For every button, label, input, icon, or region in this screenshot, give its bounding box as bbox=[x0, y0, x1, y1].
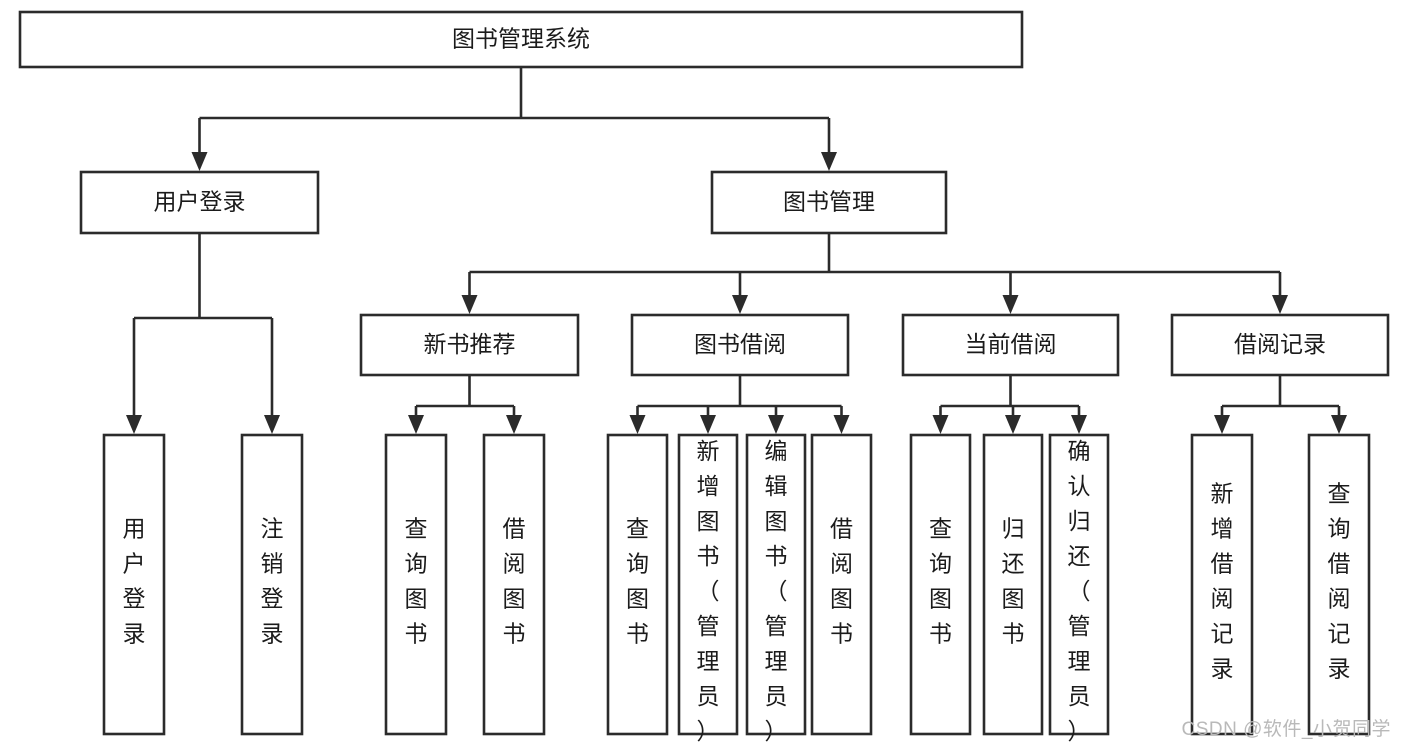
node-box-book-borrow[interactable] bbox=[630, 313, 850, 377]
node-label-leaf-confirm-return: 确认归还（管理员） bbox=[1068, 438, 1091, 744]
node-label-borrow-record: 借阅记录 bbox=[1234, 331, 1326, 357]
arrow-head-icon bbox=[264, 415, 280, 434]
arrow-head-icon bbox=[700, 415, 716, 434]
node-root[interactable]: 图书管理系统 bbox=[18, 10, 1024, 69]
arrow-head-icon bbox=[629, 415, 646, 434]
node-box-leaf-add-book[interactable] bbox=[677, 433, 739, 736]
arrow-head-icon bbox=[932, 415, 949, 434]
node-label-book-borrow: 图书借阅 bbox=[694, 331, 786, 357]
node-borrow-record[interactable]: 借阅记录 bbox=[1170, 313, 1390, 377]
arrow-head-icon bbox=[1214, 415, 1230, 434]
node-box-user-login[interactable] bbox=[79, 170, 320, 235]
node-label-leaf-return-book: 归还图书 bbox=[1002, 516, 1025, 647]
node-user-login[interactable]: 用户登录 bbox=[79, 170, 320, 235]
node-leaf-add-record[interactable]: 新增借阅记录 bbox=[1190, 433, 1254, 736]
node-label-leaf-query-book-rec: 查询图书 bbox=[405, 516, 428, 647]
node-box-leaf-user-login[interactable] bbox=[102, 433, 166, 736]
node-label-book-manage: 图书管理 bbox=[783, 189, 875, 215]
node-label-leaf-add-book: 新增图书（管理员） bbox=[697, 438, 720, 744]
node-label-leaf-user-login: 用户登录 bbox=[123, 516, 146, 647]
arrow-head-icon bbox=[506, 415, 522, 434]
node-leaf-confirm-return[interactable]: 确认归还（管理员） bbox=[1048, 433, 1110, 744]
node-leaf-user-logout[interactable]: 注销登录 bbox=[240, 433, 304, 736]
connector-group-user-login bbox=[126, 233, 280, 434]
node-box-new-book-rec[interactable] bbox=[359, 313, 580, 377]
arrow-head-icon bbox=[768, 415, 784, 434]
node-label-new-book-rec: 新书推荐 bbox=[424, 331, 516, 357]
arrow-head-icon bbox=[408, 415, 424, 434]
node-label-leaf-borrow-book-bor: 借阅图书 bbox=[830, 516, 853, 647]
node-label-root: 图书管理系统 bbox=[452, 26, 590, 52]
arrow-head-icon bbox=[191, 152, 208, 171]
node-box-leaf-query-book-bor[interactable] bbox=[606, 433, 669, 736]
node-label-user-login: 用户登录 bbox=[154, 189, 246, 215]
connector-group-book-borrow bbox=[629, 375, 850, 434]
arrow-head-icon bbox=[732, 295, 748, 314]
node-box-leaf-query-book-cur[interactable] bbox=[909, 433, 972, 736]
arrow-head-icon bbox=[833, 415, 850, 434]
arrow-head-icon bbox=[1331, 415, 1347, 434]
node-label-leaf-edit-book: 编辑图书（管理员） bbox=[765, 438, 788, 744]
node-new-book-rec[interactable]: 新书推荐 bbox=[359, 313, 580, 377]
arrow-head-icon bbox=[1071, 415, 1087, 434]
node-leaf-add-book[interactable]: 新增图书（管理员） bbox=[677, 433, 739, 744]
node-label-leaf-borrow-book-rec: 借阅图书 bbox=[503, 516, 526, 647]
connector-group-new-book-rec bbox=[408, 375, 522, 434]
node-label-leaf-query-record: 查询借阅记录 bbox=[1328, 481, 1351, 682]
node-box-root[interactable] bbox=[18, 10, 1024, 69]
node-leaf-borrow-book-rec[interactable]: 借阅图书 bbox=[482, 433, 546, 736]
node-label-leaf-add-record: 新增借阅记录 bbox=[1211, 481, 1234, 682]
node-label-current-borrow: 当前借阅 bbox=[965, 331, 1057, 357]
node-leaf-return-book[interactable]: 归还图书 bbox=[982, 433, 1044, 736]
arrow-head-icon bbox=[126, 415, 142, 434]
node-book-borrow[interactable]: 图书借阅 bbox=[630, 313, 850, 377]
node-leaf-query-record[interactable]: 查询借阅记录 bbox=[1307, 433, 1371, 736]
node-box-leaf-edit-book[interactable] bbox=[745, 433, 807, 736]
arrow-head-icon bbox=[821, 152, 837, 171]
node-box-leaf-return-book[interactable] bbox=[982, 433, 1044, 736]
arrow-head-icon bbox=[461, 295, 478, 314]
connector-group-borrow-record bbox=[1214, 375, 1347, 434]
node-label-leaf-user-logout: 注销登录 bbox=[261, 516, 284, 647]
nodes-layer: 图书管理系统用户登录图书管理新书推荐图书借阅当前借阅借阅记录用户登录注销登录查询… bbox=[18, 10, 1390, 744]
connector-group-book-manage bbox=[461, 233, 1288, 314]
node-leaf-query-book-rec[interactable]: 查询图书 bbox=[384, 433, 448, 736]
connector-group-current-borrow bbox=[932, 375, 1087, 434]
arrow-head-icon bbox=[1002, 295, 1019, 314]
node-box-current-borrow[interactable] bbox=[901, 313, 1120, 377]
node-box-leaf-confirm-return[interactable] bbox=[1048, 433, 1110, 736]
connector-group-root bbox=[191, 67, 837, 171]
node-leaf-query-book-cur[interactable]: 查询图书 bbox=[909, 433, 972, 736]
node-leaf-edit-book[interactable]: 编辑图书（管理员） bbox=[745, 433, 807, 744]
node-box-leaf-add-record[interactable] bbox=[1190, 433, 1254, 736]
node-box-leaf-borrow-book-bor[interactable] bbox=[810, 433, 873, 736]
connectors-layer bbox=[126, 67, 1347, 434]
arrow-head-icon bbox=[1272, 295, 1288, 314]
node-leaf-user-login[interactable]: 用户登录 bbox=[102, 433, 166, 736]
node-book-manage[interactable]: 图书管理 bbox=[710, 170, 948, 235]
node-leaf-borrow-book-bor[interactable]: 借阅图书 bbox=[810, 433, 873, 736]
node-box-book-manage[interactable] bbox=[710, 170, 948, 235]
watermark-label: CSDN @软件_小贺同学 bbox=[1181, 719, 1391, 740]
node-label-leaf-query-book-bor: 查询图书 bbox=[626, 516, 649, 647]
arrow-head-icon bbox=[1005, 415, 1021, 434]
node-box-leaf-user-logout[interactable] bbox=[240, 433, 304, 736]
node-current-borrow[interactable]: 当前借阅 bbox=[901, 313, 1120, 377]
node-label-leaf-query-book-cur: 查询图书 bbox=[929, 516, 952, 647]
node-box-leaf-query-book-rec[interactable] bbox=[384, 433, 448, 736]
node-leaf-query-book-bor[interactable]: 查询图书 bbox=[606, 433, 669, 736]
node-box-leaf-query-record[interactable] bbox=[1307, 433, 1371, 736]
node-box-borrow-record[interactable] bbox=[1170, 313, 1390, 377]
node-box-leaf-borrow-book-rec[interactable] bbox=[482, 433, 546, 736]
